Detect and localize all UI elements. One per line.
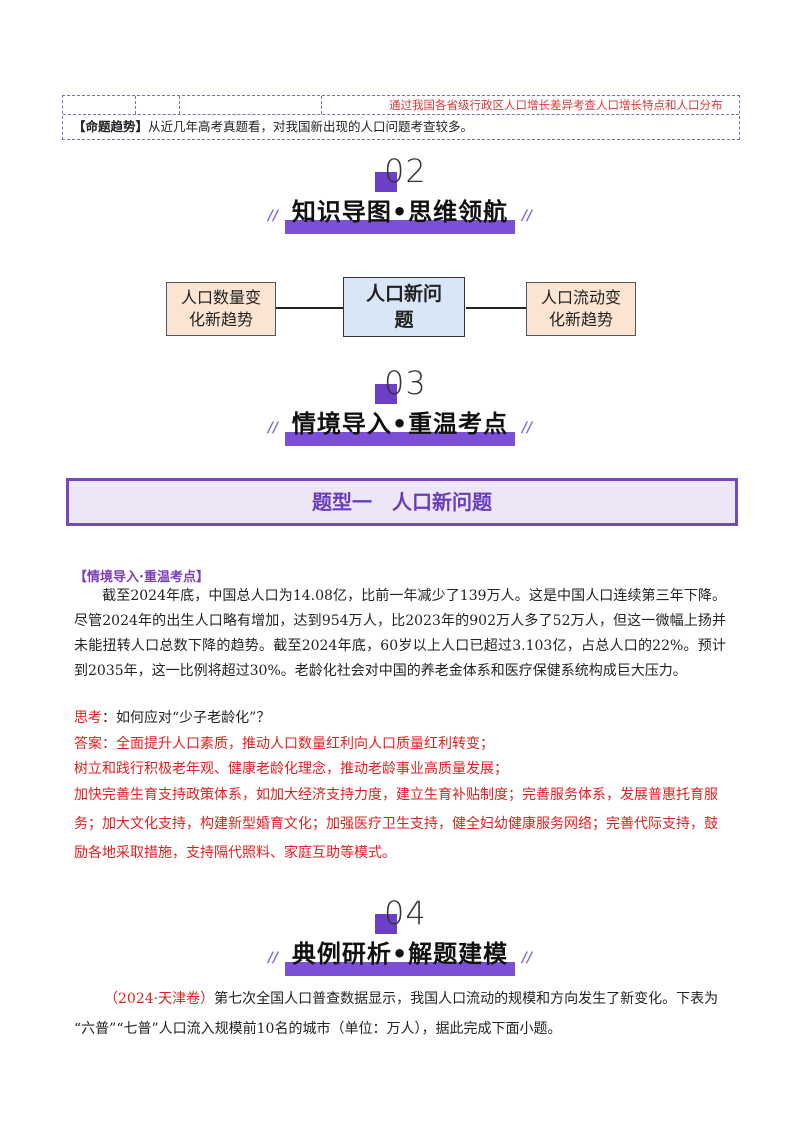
table-divider (179, 96, 180, 114)
mindmap-right-line: 化新趋势 (548, 310, 613, 329)
table-divider (135, 96, 136, 114)
section-title: 典例研析•解题建模 (291, 940, 509, 968)
section-title: 情境导入•重温考点 (291, 410, 509, 438)
answer-line: 答案：全面提升人口素质，推动人口数量红利向人口质量红利转变； (74, 736, 494, 752)
answer-line: 励各地采取措施，支持隔代照料、家庭互助等模式。 (74, 845, 396, 861)
section-number: 02 (384, 152, 427, 190)
title-accent (285, 962, 515, 976)
mindmap-left-line: 化新趋势 (188, 310, 253, 329)
section-header-02: 02 // 知识导图•思维领航 // (0, 152, 800, 253)
mindmap-right-box: 人口流动变化新趋势 (526, 282, 636, 336)
section-header-04: 04 // 典例研析•解题建模 // (0, 894, 800, 995)
slash-decoration: // (268, 950, 279, 966)
answer-line: 务；加大文化支持，构建新型婚育文化；加强医疗卫生支持，健全妇幼健康服务网络；完善… (74, 816, 718, 832)
trend-text: 从近几年高考真题看，对我国新出现的人口问题考查较多。 (148, 119, 474, 134)
slash-decoration: // (522, 950, 533, 966)
slash-decoration: // (522, 208, 533, 224)
title-accent (285, 220, 515, 234)
situation-title: 【情境导入·重温考点】 (74, 570, 209, 585)
table-row: 通过我国各省级行政区人口增长差异考查人口增长特点和人口分布 (63, 96, 739, 115)
section-header-03: 03 // 情境导入•重温考点 // (0, 364, 800, 465)
section-number: 04 (384, 894, 427, 932)
think-text: ：如何应对“少子老龄化”？ (102, 710, 271, 726)
number-accent (375, 384, 397, 404)
think-label: 思考 (74, 710, 102, 726)
slash-decoration: // (268, 208, 279, 224)
mindmap-right-line: 人口流动变 (540, 288, 621, 307)
table-cell-text: 通过我国各省级行政区人口增长差异考查人口增长特点和人口分布 (389, 98, 723, 112)
title-accent (285, 432, 515, 446)
mindmap-left-box: 人口数量变化新趋势 (166, 282, 276, 336)
exam-info-table: 通过我国各省级行政区人口增长差异考查人口增长特点和人口分布 【命题趋势】从近几年… (62, 95, 740, 140)
example-text: 第七次全国人口普查数据显示，我国人口流动的规模和方向发生了新变化。下表为 (214, 991, 719, 1007)
example-line-1: （2024·天津卷）第七次全国人口普查数据显示，我国人口流动的规模和方向发生了新… (104, 988, 718, 1008)
mindmap-center-line: 题 (394, 309, 414, 331)
slash-decoration: // (268, 420, 279, 436)
mindmap-center-line: 人口新问 (365, 283, 442, 305)
section-number: 03 (384, 364, 427, 402)
trend-label: 【命题趋势】 (73, 119, 149, 134)
number-accent (375, 172, 397, 192)
mindmap-left-line: 人口数量变 (180, 288, 261, 307)
think-line: 思考：如何应对“少子老龄化”？ (74, 707, 270, 727)
section-title: 知识导图•思维领航 (291, 198, 509, 226)
table-divider (321, 96, 322, 114)
slash-decoration: // (522, 420, 533, 436)
question-type-banner: 题型一 人口新问题 (66, 478, 738, 526)
answer-line: 树立和践行积极老年观、健康老龄化理念，推动老龄事业高质量发展； (74, 761, 508, 777)
situation-paragraph: 截至2024年底，中国总人口为14.08亿，比前一年减少了139万人。这是中国人… (74, 588, 726, 679)
example-source: （2024·天津卷） (104, 991, 215, 1007)
example-line-2: “六普”“七普”人口流入规模前10名的城市（单位：万人），据此完成下面小题。 (74, 1021, 562, 1037)
connector-line (466, 307, 526, 309)
connector-line (276, 307, 343, 309)
mindmap-center-box: 人口新问题 (343, 277, 465, 337)
number-accent (375, 914, 397, 934)
trend-row: 【命题趋势】从近几年高考真题看，对我国新出现的人口问题考查较多。 (63, 115, 739, 139)
answer-line: 加快完善生育支持政策体系，如加大经济支持力度，建立生育补贴制度；完善服务体系，发… (74, 787, 718, 803)
